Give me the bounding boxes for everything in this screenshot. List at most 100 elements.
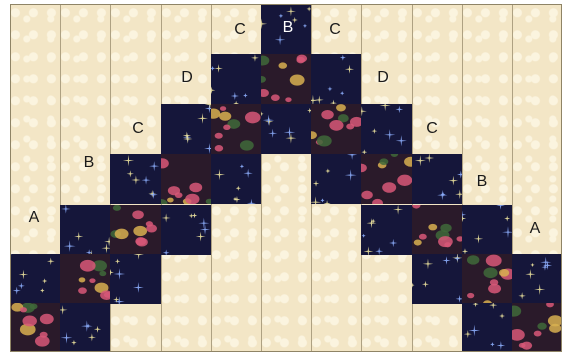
- floral-square: [10, 303, 60, 351]
- flower-blob: [261, 76, 266, 83]
- sparkle: [150, 190, 159, 199]
- sparkle: [236, 186, 241, 191]
- flower-blob: [330, 120, 344, 131]
- sparkle: [364, 246, 374, 254]
- sparkle: [123, 155, 134, 166]
- flower-blob: [467, 293, 474, 298]
- label-c-left-top: C: [225, 22, 255, 38]
- sparkle: [74, 232, 83, 241]
- flower-blob: [336, 104, 346, 111]
- flower-blob: [549, 324, 561, 333]
- label-d-left: D: [172, 70, 202, 86]
- navy-star-square: [311, 154, 361, 204]
- sparkle: [247, 199, 256, 204]
- label-c-right-top: C: [320, 22, 350, 38]
- sparkle: [499, 313, 505, 319]
- flower-print: [10, 303, 60, 351]
- sparkle: [261, 112, 264, 117]
- sparkle: [340, 91, 344, 95]
- flower-blob: [419, 234, 427, 240]
- sparkle: [525, 269, 535, 279]
- flower-blob: [346, 123, 354, 129]
- sparkle: [211, 86, 215, 94]
- sparkle: [142, 176, 151, 185]
- flower-blob: [35, 336, 50, 347]
- sparkle: [286, 6, 296, 16]
- flower-blob: [220, 106, 226, 111]
- sparkle: [324, 200, 331, 204]
- flower-blob: [311, 131, 317, 139]
- label-a-left: A: [19, 210, 49, 226]
- flower-blob: [134, 226, 148, 236]
- flower-blob: [167, 198, 174, 203]
- sparkle: [13, 287, 21, 295]
- flower-blob: [90, 278, 96, 283]
- flower-blob: [404, 157, 411, 167]
- sparkle: [361, 106, 367, 116]
- sparkle: [455, 295, 462, 303]
- sparkle: [455, 189, 462, 198]
- sparkle: [422, 281, 429, 288]
- sparkle: [448, 176, 458, 186]
- sparkle: [540, 257, 551, 268]
- sparkle: [504, 216, 510, 222]
- sparkle: [372, 128, 378, 134]
- sparkle: [311, 95, 319, 104]
- sparkle: [412, 283, 414, 288]
- navy-star-square: [211, 54, 261, 104]
- flower-blob: [512, 329, 525, 341]
- navy-star-square: [361, 205, 411, 255]
- sparkle: [496, 341, 505, 350]
- sparkle: [376, 247, 384, 254]
- star-print: [361, 205, 411, 255]
- sparkle: [115, 259, 120, 264]
- label-d-right: D: [368, 70, 398, 86]
- star-print: [211, 154, 261, 204]
- floral-square: [211, 104, 261, 154]
- sparkle: [286, 133, 297, 144]
- flower-blob: [240, 140, 254, 150]
- sparkle: [243, 169, 252, 178]
- sparkle: [284, 126, 296, 138]
- sparkle: [195, 232, 205, 242]
- label-a-right: A: [520, 221, 550, 237]
- navy-star-square: [361, 104, 411, 154]
- label-b-top: B: [273, 20, 303, 36]
- flower-blob: [136, 238, 148, 247]
- flower-print: [361, 154, 411, 204]
- flower-blob: [537, 323, 546, 330]
- sparkle: [313, 180, 319, 186]
- sparkle: [422, 259, 433, 270]
- flower-blob: [383, 182, 397, 193]
- flower-blob: [486, 255, 502, 267]
- sparkle: [496, 205, 505, 210]
- sparkle: [464, 330, 472, 338]
- sparkle: [42, 278, 47, 283]
- sparkle: [380, 104, 391, 111]
- sparkle: [133, 282, 144, 293]
- sparkle: [518, 292, 525, 299]
- sparkle: [243, 93, 248, 98]
- sparkle: [197, 113, 208, 124]
- quilt-diagram: C B C D D C C B B A A: [10, 4, 562, 352]
- sparkle: [18, 282, 25, 289]
- sparkle: [530, 263, 534, 267]
- flower-blob: [499, 269, 509, 277]
- sparkle: [303, 24, 307, 28]
- flower-blob: [380, 158, 389, 165]
- flower-blob: [428, 224, 437, 231]
- sparkle: [233, 196, 240, 203]
- label-b-left: B: [74, 155, 104, 171]
- star-print: [311, 154, 361, 204]
- sparkle: [345, 169, 357, 181]
- flower-blob: [261, 56, 269, 66]
- navy-star-square: [60, 205, 110, 255]
- navy-star-square: [311, 54, 361, 104]
- flower-blob: [361, 164, 367, 173]
- flower-blob: [115, 229, 129, 239]
- sparkle: [440, 192, 445, 197]
- star-print: [60, 205, 110, 255]
- star-print: [261, 104, 311, 154]
- flower-blob: [290, 74, 305, 85]
- sparkle: [47, 258, 55, 266]
